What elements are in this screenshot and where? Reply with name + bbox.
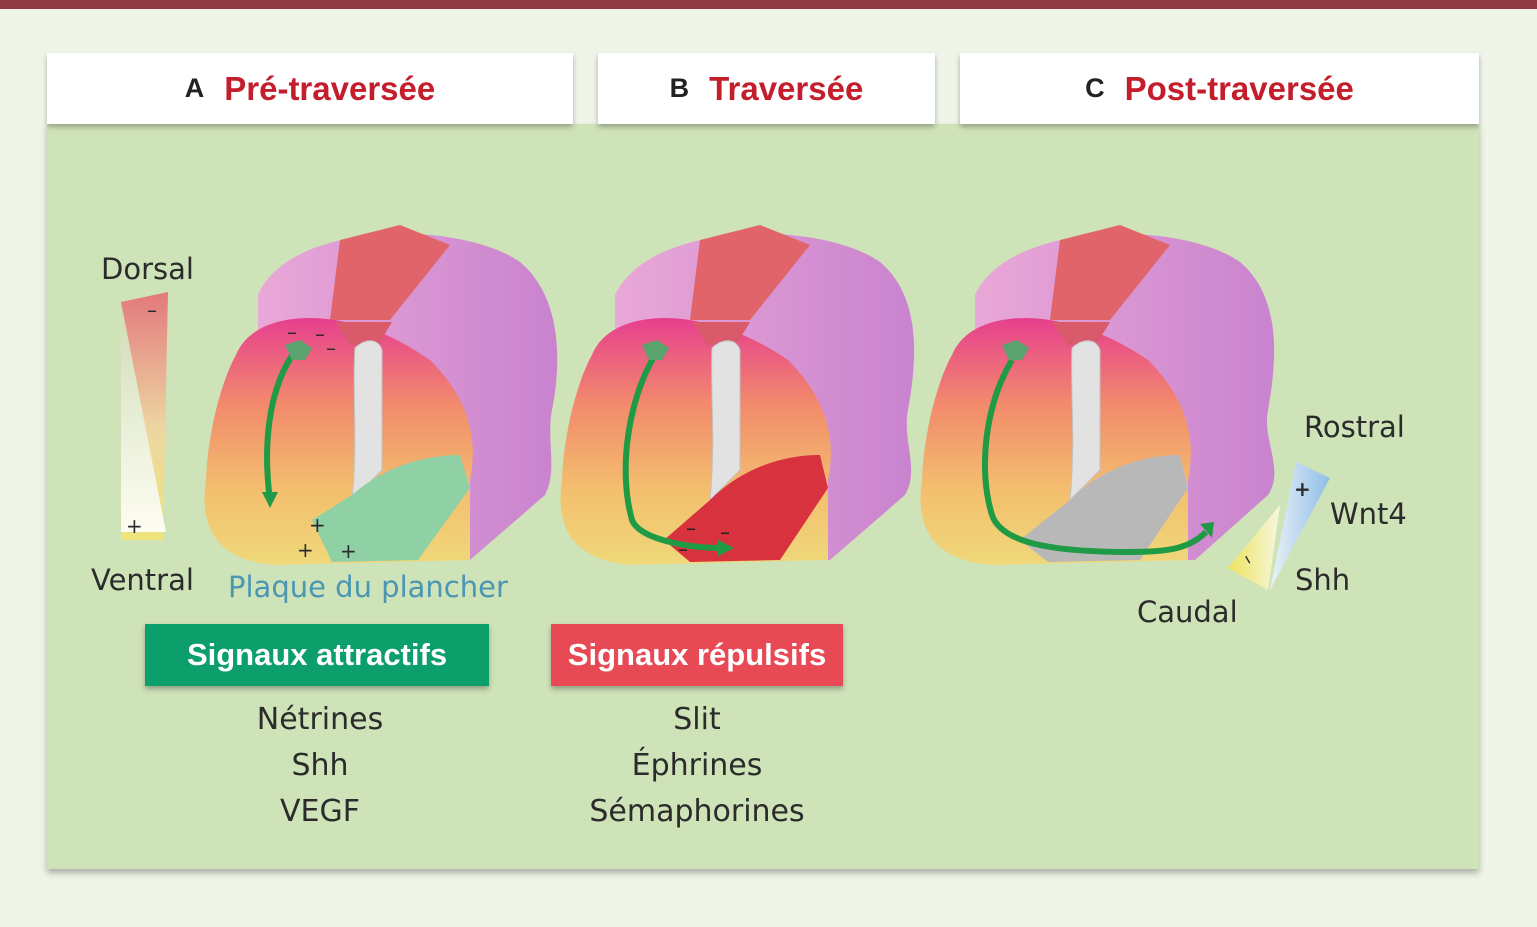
repulsive-item: Sémaphorines bbox=[589, 794, 805, 829]
wnt4-plus-sign: + bbox=[1294, 477, 1311, 501]
shh-gradient-label: Shh bbox=[1295, 563, 1351, 597]
spinal-cord-a bbox=[204, 225, 558, 565]
panel-b-header: B Traversée bbox=[598, 53, 935, 124]
cord-a-plus-1: + bbox=[309, 513, 326, 537]
panel-a-header: A Pré-traversée bbox=[47, 53, 573, 124]
attractive-item: Nétrines bbox=[256, 702, 384, 737]
cord-b-minus-2: – bbox=[720, 520, 730, 544]
attractive-signals-list: Nétrines Shh VEGF bbox=[200, 697, 440, 835]
cord-a-plus-2: + bbox=[297, 538, 314, 562]
cord-b-minus-1: – bbox=[686, 516, 696, 540]
panel-a-title: Pré-traversée bbox=[224, 69, 436, 107]
cord-a-minus-1: – bbox=[287, 320, 297, 344]
repulsive-signals-badge: Signaux répulsifs bbox=[551, 624, 843, 686]
panel-b-title: Traversée bbox=[709, 69, 864, 107]
shh-gradient bbox=[1228, 505, 1280, 590]
panel-a-letter: A bbox=[184, 73, 205, 103]
caudal-label: Caudal bbox=[1137, 595, 1238, 629]
dorsal-label: Dorsal bbox=[101, 252, 194, 286]
spinal-cord-b bbox=[560, 225, 915, 565]
floor-plate-label: Plaque du plancher bbox=[228, 570, 508, 604]
wnt4-label: Wnt4 bbox=[1330, 497, 1407, 531]
panel-c-letter: C bbox=[1085, 73, 1105, 103]
panel-c-title: Post-traversée bbox=[1124, 69, 1354, 107]
repulsive-signals-list: Slit Éphrines Sémaphorines bbox=[567, 697, 827, 835]
cord-a-plus-3: + bbox=[340, 539, 357, 563]
repulsive-item: Éphrines bbox=[631, 748, 763, 783]
ventral-label: Ventral bbox=[91, 563, 194, 597]
panel-b-letter: B bbox=[669, 73, 690, 103]
cord-a-minus-3: – bbox=[326, 336, 336, 360]
repulsive-item: Slit bbox=[673, 702, 721, 737]
attractive-signals-badge: Signaux attractifs bbox=[145, 624, 489, 686]
ventral-plus-sign: + bbox=[126, 514, 143, 538]
header-bar bbox=[0, 0, 1537, 9]
panel-c-header: C Post-traversée bbox=[960, 53, 1479, 124]
attractive-item: VEGF bbox=[280, 794, 360, 829]
cord-b-minus-3: – bbox=[678, 537, 688, 561]
attractive-item: Shh bbox=[291, 748, 349, 783]
dorsal-ventral-gradient-wedge bbox=[121, 302, 166, 532]
spinal-cord-c bbox=[920, 225, 1275, 565]
dorsal-minus-sign: – bbox=[147, 298, 157, 322]
wnt4-gradient bbox=[1270, 462, 1330, 590]
rostral-label: Rostral bbox=[1304, 410, 1405, 444]
cord-a-minus-2: – bbox=[315, 322, 325, 346]
